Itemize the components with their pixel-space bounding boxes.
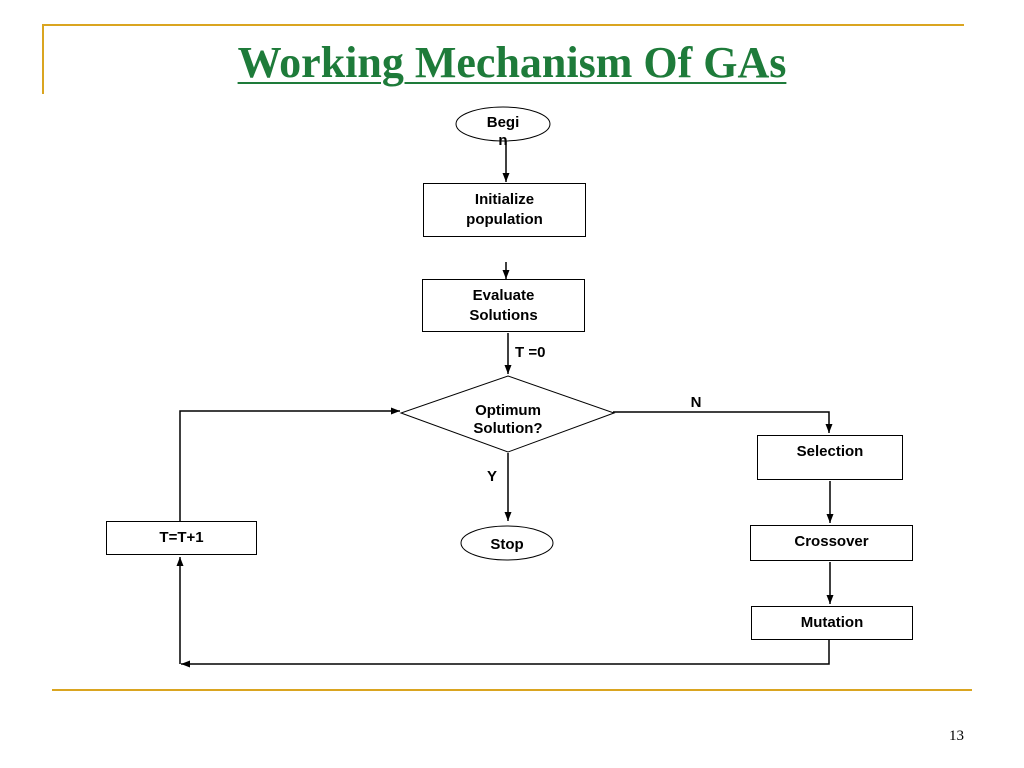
begin-node-shape — [455, 106, 551, 142]
crossover-box: Crossover — [750, 525, 913, 561]
slide-title: Working Mechanism Of GAs — [237, 38, 787, 87]
top-rule — [42, 24, 964, 26]
selection-box: Selection — [757, 435, 903, 480]
t-zero-label: T =0 — [515, 344, 546, 361]
page-number: 13 — [949, 728, 964, 744]
arrow-mutation-loop-back — [181, 640, 830, 668]
bottom-rule — [52, 689, 972, 691]
decision-node-shape — [399, 375, 616, 453]
stop-node-label: Stop — [490, 536, 524, 553]
no-branch-label: N — [690, 394, 702, 411]
left-rule — [42, 24, 44, 94]
arrow-increment-to-decision — [179, 407, 400, 521]
increment-counter-box: T=T+1 — [106, 521, 257, 555]
yes-branch-label: Y — [486, 468, 497, 485]
arrow-decision-to-selection — [613, 411, 833, 433]
stop-node-shape — [460, 525, 554, 561]
mutation-box: Mutation — [751, 606, 913, 640]
